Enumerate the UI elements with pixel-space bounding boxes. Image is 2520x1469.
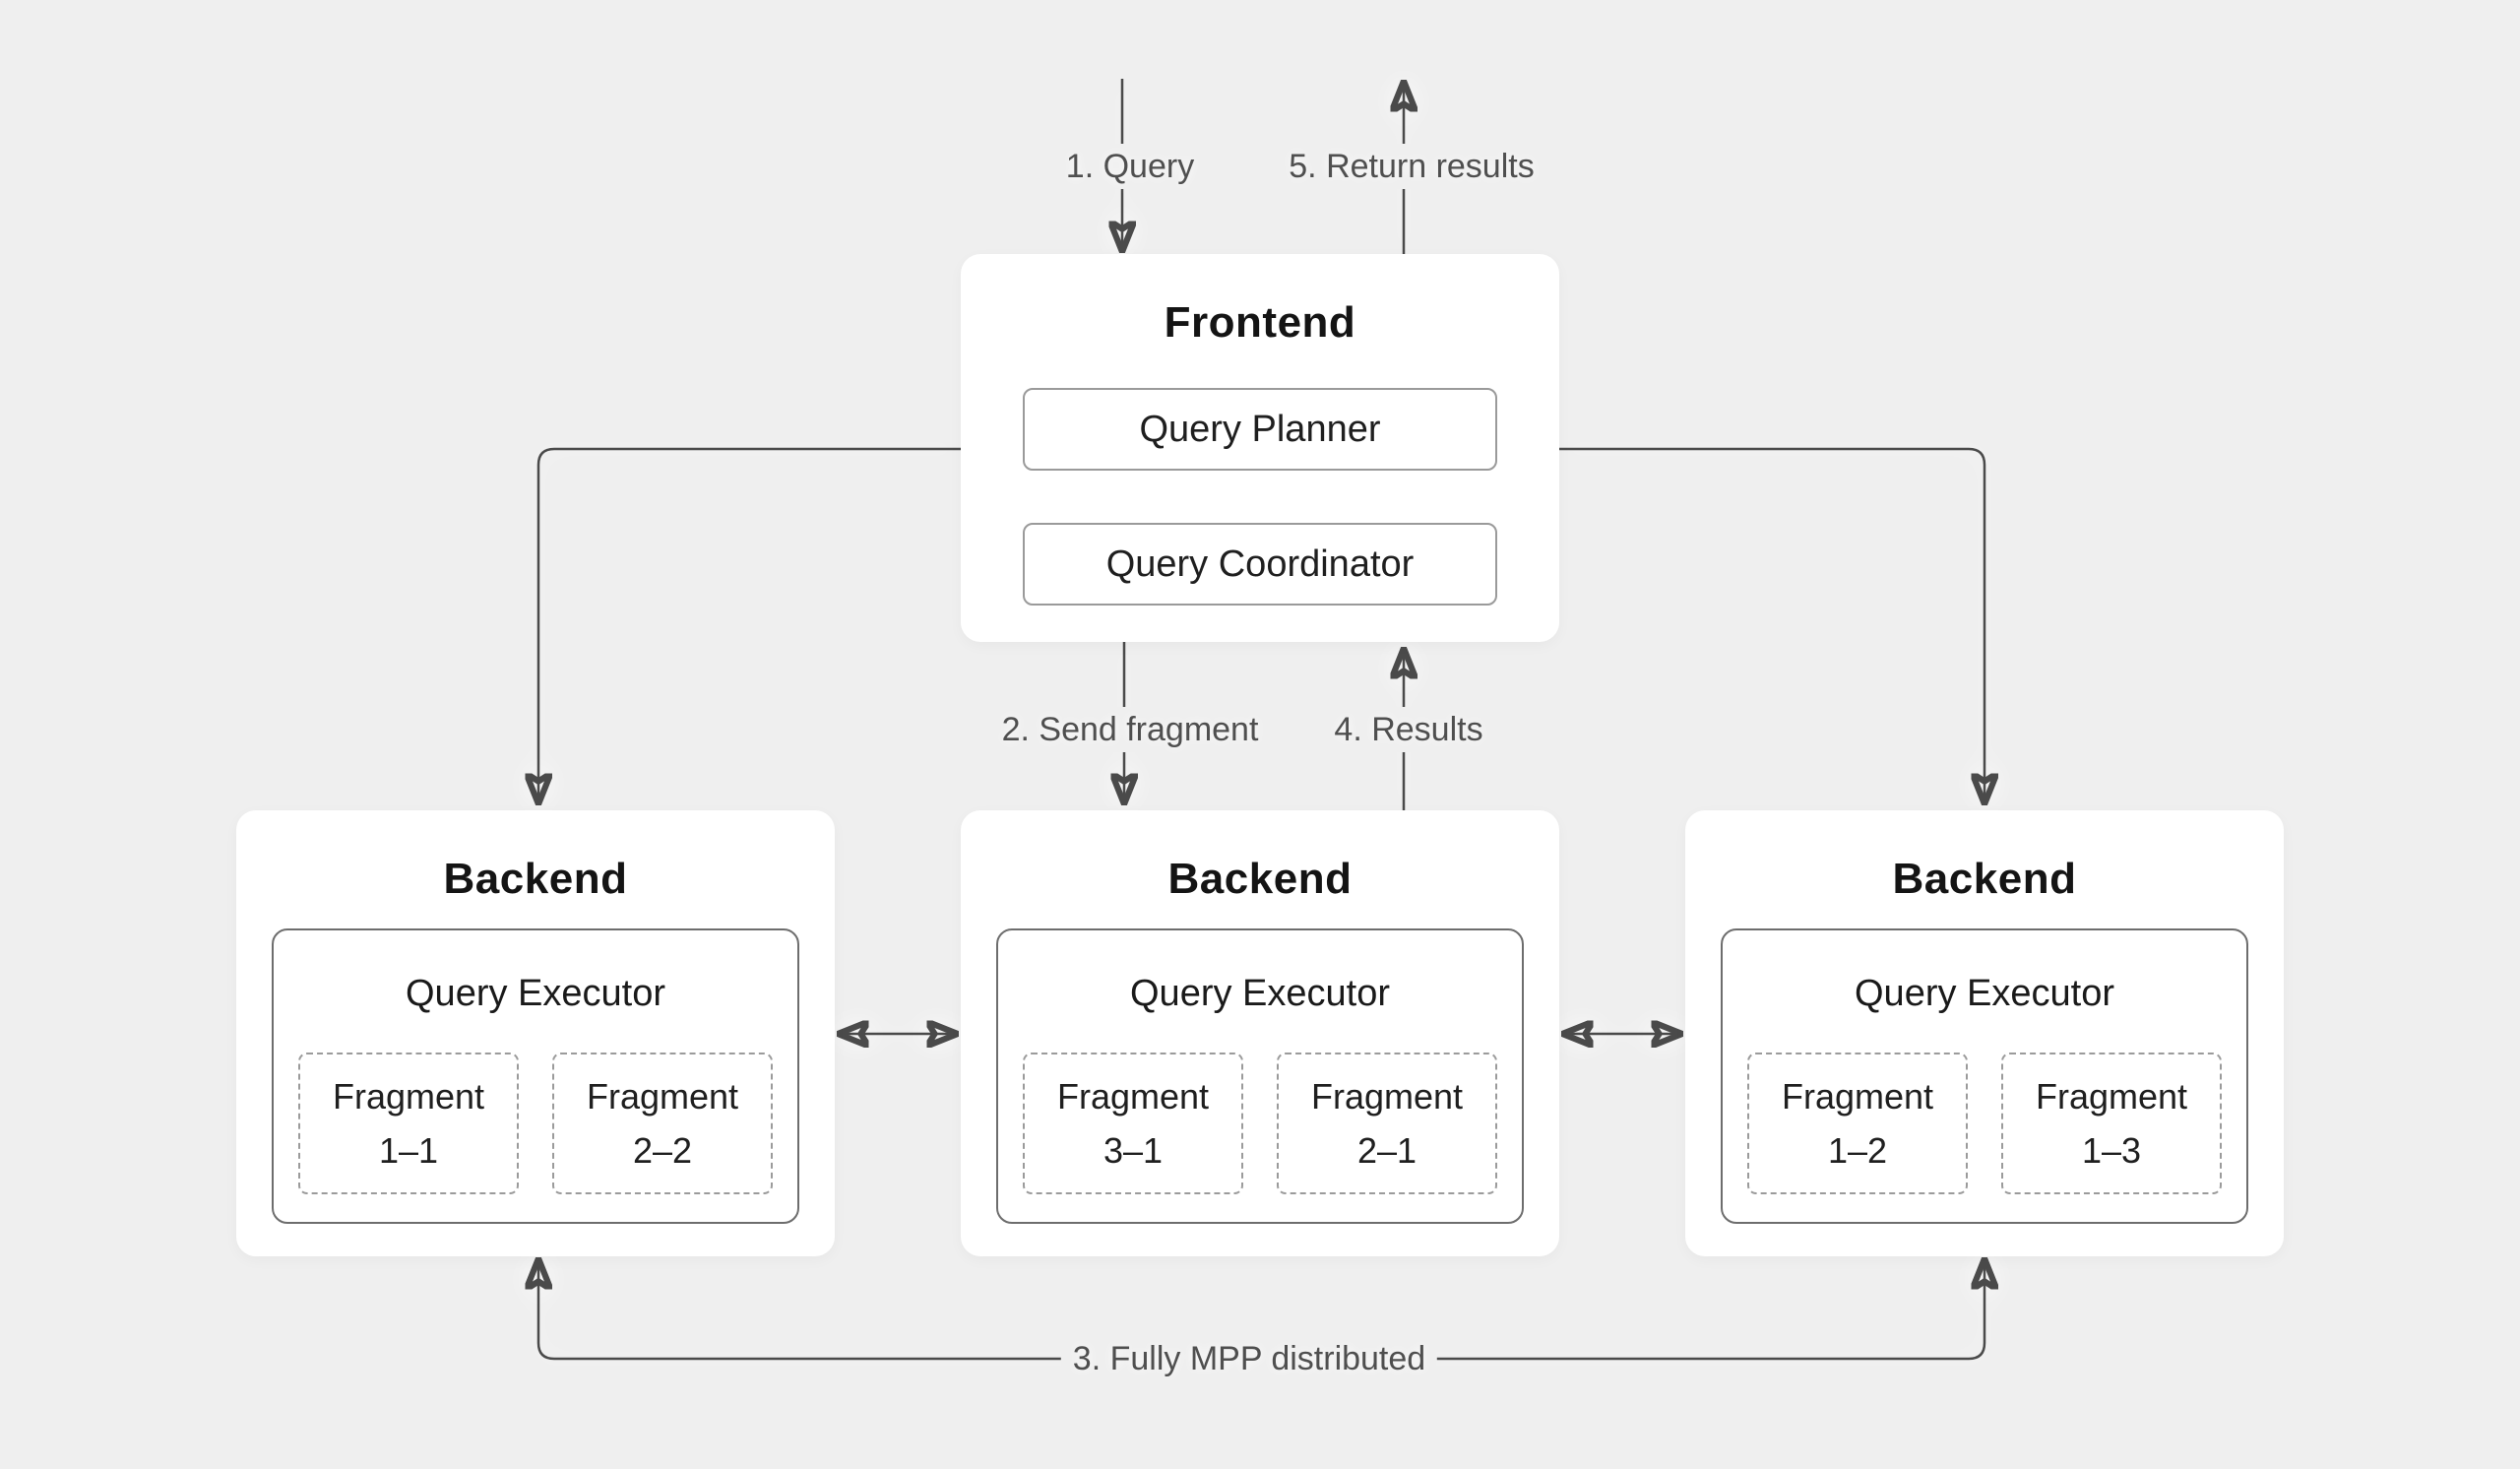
fragment-row: Fragment 1–1 Fragment 2–2 — [274, 1053, 797, 1194]
label-3-fully-mpp-distributed: 3. Fully MPP distributed — [1060, 1336, 1438, 1381]
fragment-box: Fragment 2–1 — [1277, 1053, 1497, 1194]
query-executor-title: Query Executor — [406, 973, 665, 1014]
backend-title: Backend — [1167, 855, 1353, 903]
fragment-label-line1: Fragment — [1056, 1076, 1210, 1117]
backend-title: Backend — [1892, 855, 2077, 903]
fragment-label-line2: 2–2 — [632, 1130, 693, 1171]
query-executor-box: Query Executor Fragment 3–1 Fragment 2–1 — [996, 928, 1524, 1224]
fragment-box: Fragment 1–3 — [2001, 1053, 2222, 1194]
label-5-return-results: 5. Return results — [1277, 144, 1546, 189]
fragment-box: Fragment 3–1 — [1023, 1053, 1243, 1194]
query-executor-title: Query Executor — [1130, 973, 1390, 1014]
fragment-label-line1: Fragment — [2035, 1076, 2188, 1117]
fragment-label-line2: 1–2 — [1827, 1130, 1888, 1171]
label-4-results: 4. Results — [1322, 707, 1495, 752]
fragment-label-line1: Fragment — [1310, 1076, 1464, 1117]
fragment-label-line2: 2–1 — [1356, 1130, 1418, 1171]
fragment-label-line2: 1–3 — [2081, 1130, 2142, 1171]
query-coordinator-label: Query Coordinator — [1105, 543, 1415, 585]
fragment-label-line2: 3–1 — [1102, 1130, 1164, 1171]
query-coordinator-box: Query Coordinator — [1023, 523, 1497, 606]
fragment-label-line1: Fragment — [586, 1076, 739, 1117]
fragment-label-line1: Fragment — [1781, 1076, 1934, 1117]
backend-box-right: Backend Query Executor Fragment 1–2 Frag… — [1685, 810, 2284, 1256]
fragment-box: Fragment 1–2 — [1747, 1053, 1968, 1194]
arrow-frontend-to-left-backend — [538, 447, 961, 800]
query-executor-title: Query Executor — [1855, 973, 2114, 1014]
arrow-frontend-to-right-backend — [1559, 447, 1984, 800]
frontend-box: Frontend Query Planner Query Coordinator — [961, 254, 1559, 642]
label-2-send-fragment: 2. Send fragment — [989, 707, 1271, 752]
fragment-row: Fragment 3–1 Fragment 2–1 — [998, 1053, 1522, 1194]
frontend-title: Frontend — [1164, 298, 1356, 347]
fragment-label-line1: Fragment — [332, 1076, 485, 1117]
query-planner-label: Query Planner — [1139, 408, 1381, 450]
query-executor-box: Query Executor Fragment 1–1 Fragment 2–2 — [272, 928, 799, 1224]
fragment-row: Fragment 1–2 Fragment 1–3 — [1723, 1053, 2246, 1194]
backend-title: Backend — [443, 855, 628, 903]
query-executor-box: Query Executor Fragment 1–2 Fragment 1–3 — [1721, 928, 2248, 1224]
backend-box-left: Backend Query Executor Fragment 1–1 Frag… — [236, 810, 835, 1256]
label-1-query: 1. Query — [1053, 144, 1207, 189]
fragment-label-line2: 1–1 — [378, 1130, 439, 1171]
fragment-box: Fragment 1–1 — [298, 1053, 519, 1194]
fragment-box: Fragment 2–2 — [552, 1053, 773, 1194]
query-planner-box: Query Planner — [1023, 388, 1497, 471]
backend-box-middle: Backend Query Executor Fragment 3–1 Frag… — [961, 810, 1559, 1256]
